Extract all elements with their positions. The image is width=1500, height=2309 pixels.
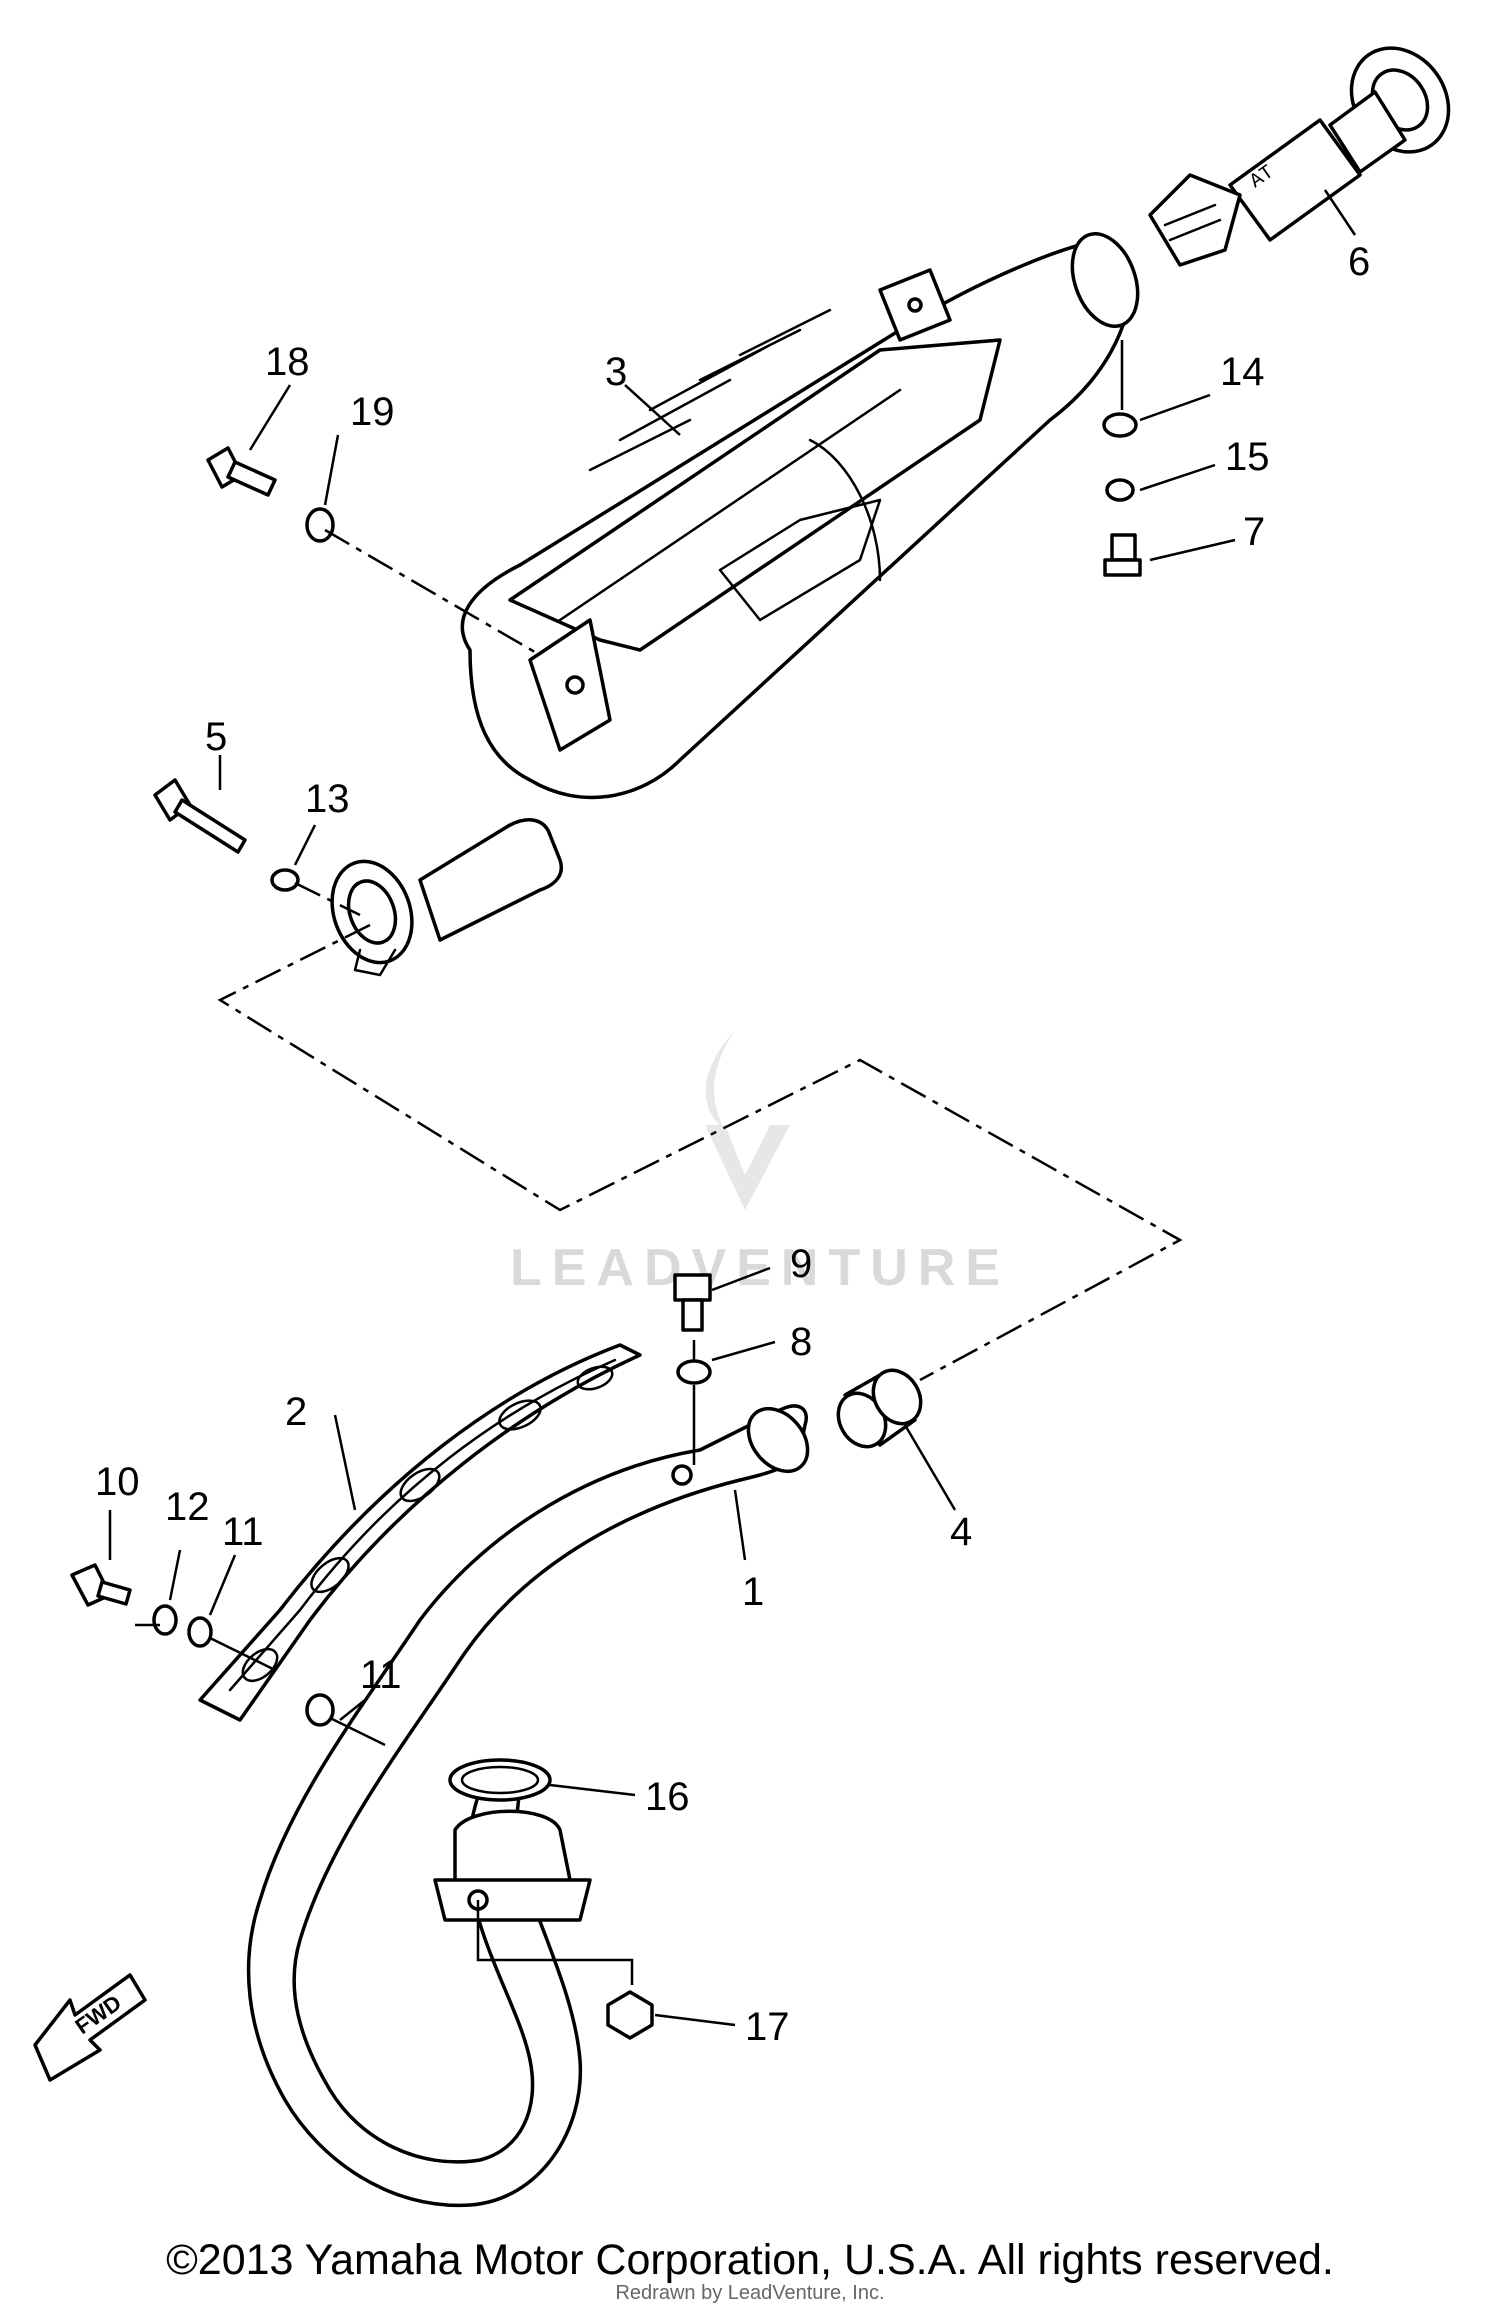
washer-part-11a [187,1616,213,1648]
callout-17: 17 [745,2005,790,2049]
bolt-part-9 [673,1273,712,1332]
nut-part-17 [606,1990,654,2040]
washer-part-19 [305,507,335,543]
callout-4: 4 [950,1510,972,1554]
watermark-logo [705,1030,790,1210]
alignment-line-5 [294,881,361,917]
callout-11b: 11 [360,1653,402,1697]
forward-arrow-icon: FWD [33,1973,147,2082]
callout-11a: 11 [222,1510,264,1554]
callout-19: 19 [350,390,395,434]
alignment-line-18 [324,528,541,657]
copyright-notice: ©2013 Yamaha Motor Corporation, U.S.A. A… [166,2236,1334,2284]
alignment-line-muffler-pipe [217,923,1183,1382]
callout-group: 1 2 3 4 5 6 7 8 9 10 11 11 12 13 14 15 1… [95,189,1370,2049]
lockwasher-part-15 [1105,478,1135,502]
callout-5: 5 [205,715,227,759]
tail-pipe: AT [1148,46,1451,267]
joint-part-4 [836,1368,923,1449]
muffler [330,231,1140,977]
washer-part-12 [152,1604,178,1636]
watermark-text: LEADVENTURE [510,1239,1010,1297]
callout-12: 12 [165,1485,210,1529]
callout-16: 16 [645,1775,690,1819]
callout-3: 3 [605,350,627,394]
callout-15: 15 [1225,435,1270,479]
washer-part-13 [270,868,300,892]
callout-18: 18 [265,340,310,384]
callout-10: 10 [95,1460,140,1504]
bolt-part-7 [1103,533,1142,577]
pipe-guard [198,1343,642,1722]
callout-13: 13 [305,777,350,821]
callout-2: 2 [285,1390,307,1434]
bolt-part-5 [153,778,247,854]
redraw-note: Redrawn by LeadVenture, Inc. [615,2282,885,2304]
bolt-part-10 [70,1563,132,1607]
callout-1: 1 [742,1570,764,1614]
washer-part-8 [676,1359,712,1385]
callout-14: 14 [1220,350,1265,394]
callout-8: 8 [790,1320,812,1364]
callout-7: 7 [1243,510,1265,554]
exhaust-pipe [246,1404,810,2208]
callout-9: 9 [790,1242,812,1286]
washer-part-14 [1102,412,1138,438]
washer-part-11b [305,1693,335,1727]
callout-6: 6 [1348,240,1370,284]
flange [433,1809,592,1922]
bolt-part-18 [206,446,277,497]
